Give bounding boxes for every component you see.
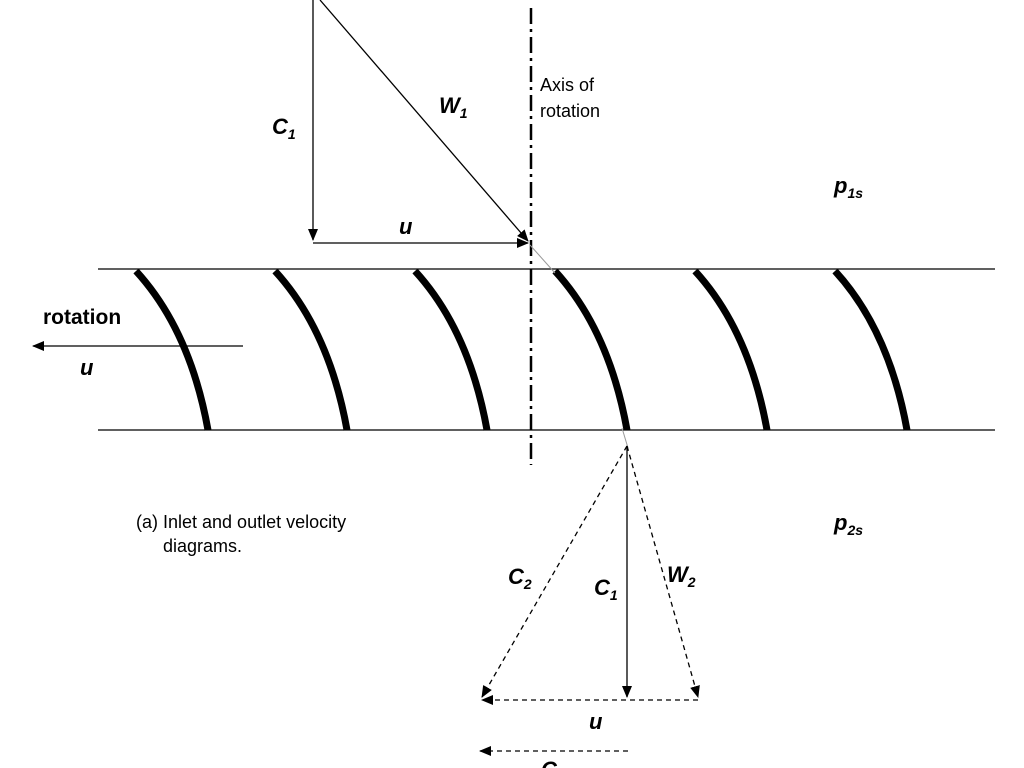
blade xyxy=(272,268,351,431)
bottom-partial-label: C2 xyxy=(541,757,565,768)
u-outlet-label: u xyxy=(589,709,603,734)
axis-label: Axis of rotation xyxy=(540,75,600,121)
axis-label-line2: rotation xyxy=(540,101,600,121)
caption: (a) Inlet and outlet velocity diagrams. xyxy=(136,512,351,556)
w2-arrow xyxy=(626,445,700,698)
blade xyxy=(552,268,631,431)
p1s-label: p1s xyxy=(833,173,863,201)
rotation-label: rotation xyxy=(43,306,121,329)
blade xyxy=(692,268,771,431)
blade-row xyxy=(133,268,911,431)
u-inlet-label: u xyxy=(399,214,413,239)
blade xyxy=(133,268,212,431)
w1-label: W1 xyxy=(439,93,468,121)
outlet-extension xyxy=(621,427,629,449)
c2-arrow xyxy=(481,445,628,698)
c1-inlet-label: C1 xyxy=(272,114,296,142)
blade xyxy=(412,268,491,431)
caption-line1: (a) Inlet and outlet velocity xyxy=(136,512,346,532)
c1-outlet-label: C1 xyxy=(594,575,618,603)
w1-arrow xyxy=(319,0,529,242)
w2-label: W2 xyxy=(667,562,696,590)
caption-line2: diagrams. xyxy=(163,536,242,556)
u-rotation-label: u xyxy=(80,355,94,380)
blade xyxy=(832,268,911,431)
c2-label: C2 xyxy=(508,564,532,592)
w1-extension xyxy=(529,244,556,274)
axis-label-line1: Axis of xyxy=(540,75,595,95)
p2s-label: p2s xyxy=(833,510,863,538)
